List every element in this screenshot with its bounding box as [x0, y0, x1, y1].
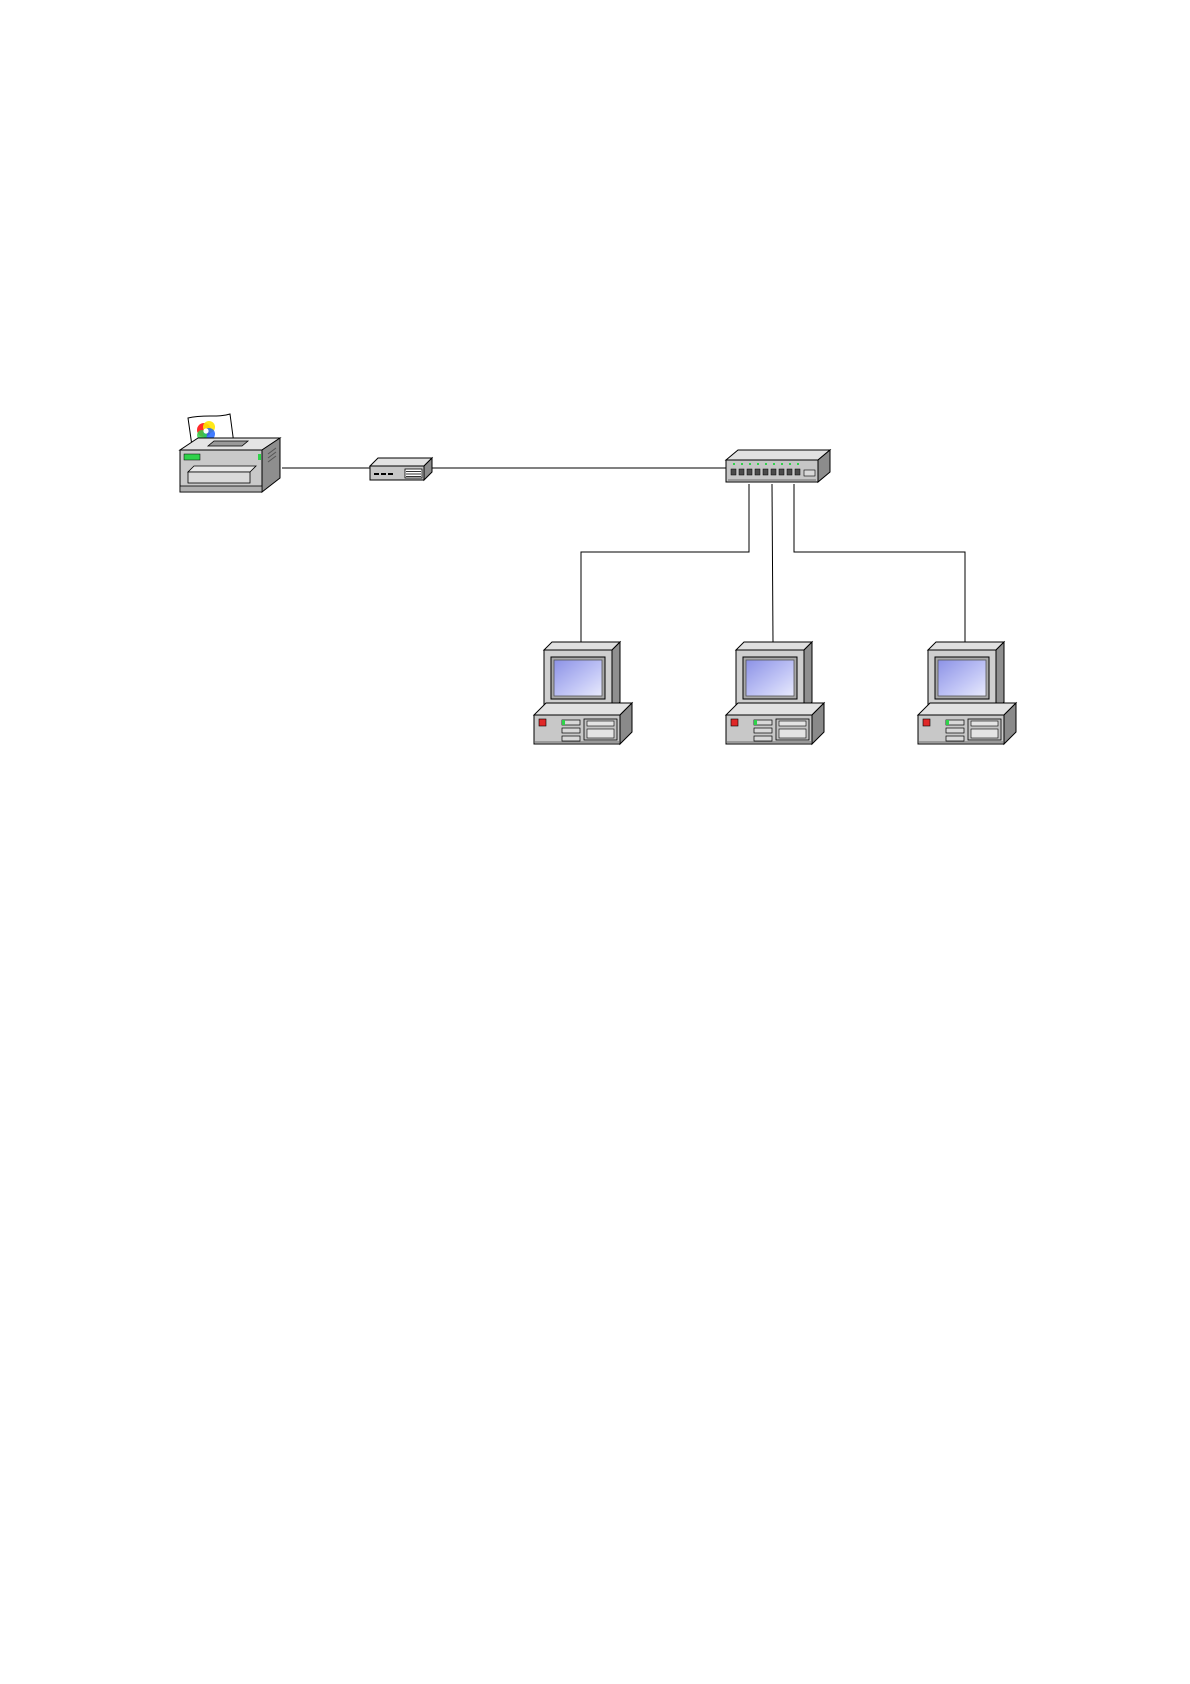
connection-lines: [282, 468, 965, 642]
computer-icon[interactable]: [534, 642, 632, 744]
computer-icon[interactable]: [918, 642, 1016, 744]
printer-icon[interactable]: [180, 414, 280, 492]
switch-icon[interactable]: [726, 450, 830, 482]
link-switch-to-pc-3: [794, 484, 965, 642]
computer-icon[interactable]: [726, 642, 824, 744]
link-switch-to-pc-2: [772, 484, 773, 642]
print-server-icon[interactable]: [370, 458, 432, 480]
link-switch-to-pc-1: [581, 484, 749, 642]
